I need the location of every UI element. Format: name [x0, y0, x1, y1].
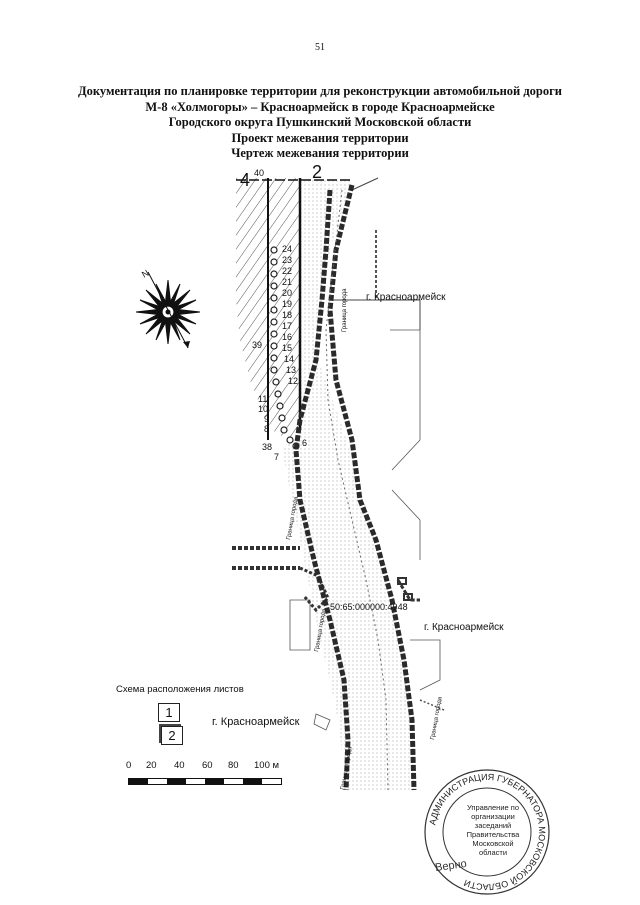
dashed-marker [403, 593, 413, 601]
scale-tick: 60 [202, 760, 213, 771]
surrounding-line [391, 489, 421, 560]
point-label: 20 [282, 288, 292, 298]
surrounding-line [313, 713, 331, 731]
sheet-marker-right: 2 [312, 162, 322, 182]
header-line-4: Проект межевания территории [231, 130, 409, 145]
page-number: 51 [315, 42, 325, 53]
layout-sheet-1: 1 [158, 703, 180, 722]
point-label: 16 [282, 332, 292, 342]
surrounding-line [390, 329, 421, 471]
road-edge-west [293, 189, 351, 791]
point-label: 40 [254, 168, 264, 178]
north-letter: N [140, 268, 151, 280]
point-label: 15 [282, 343, 292, 353]
point-label: 24 [282, 244, 292, 254]
point-label: 7 [274, 452, 279, 462]
point-label: 39 [252, 340, 262, 350]
boundary-label: Граница города [430, 696, 444, 740]
point-label: 21 [282, 277, 292, 287]
layout-city-label: г. Красноармейск [212, 716, 300, 728]
header-line-1: Документация по планировке территории дл… [77, 84, 563, 98]
road-centerline [325, 189, 389, 791]
point-label: 13 [286, 365, 296, 375]
point-label: 10 [258, 404, 268, 414]
city-label: г. Красноармейск [366, 292, 446, 303]
scale-tick: 0 [126, 760, 132, 771]
point-label: 17 [282, 321, 292, 331]
point-label: 22 [282, 266, 292, 276]
dashed-marker [397, 577, 407, 585]
scale-tick: 20 [146, 760, 157, 771]
point-label: 19 [282, 299, 292, 309]
surrounding-line [289, 599, 311, 651]
point-label: 23 [282, 255, 292, 265]
point-label: 12 [288, 376, 298, 386]
cadastral-number: 50:65:000000:4948 [330, 602, 408, 612]
scale-tick: 100 м [254, 760, 280, 771]
surrounding-line [396, 579, 420, 602]
city-label: г. Красноармейск [424, 622, 504, 633]
point-label: 18 [282, 310, 292, 320]
surrounding-line [410, 639, 441, 691]
header-line-5: Чертеж межевания территории [231, 146, 409, 160]
point-label: 9 [264, 414, 269, 424]
surrounding-line [330, 299, 421, 330]
surrounding-line [351, 177, 379, 191]
sheet-marker-left: 4 [240, 170, 250, 190]
scale-tick: 80 [228, 760, 239, 771]
compass-rose [135, 271, 201, 349]
header-line-3: Городского округа Пушкинский Московской … [168, 115, 472, 129]
scale-tick: 40 [174, 760, 185, 771]
point-label: 8 [264, 424, 269, 434]
layout-sheet-2: 2 [161, 726, 183, 745]
surrounding-line [419, 699, 445, 711]
scale-bar [128, 778, 282, 785]
official-stamp: АДМИНИСТРАЦИЯ ГУБЕРНАТОРА МОСКОВСКОЙ ОБЛ… [424, 769, 550, 895]
boundary-label: Граница города [342, 288, 348, 332]
header-line-2: М-8 «Холмогоры» – Красноармейск в городе… [145, 99, 495, 114]
point-label: 11 [258, 394, 267, 404]
point-label: 6 [302, 438, 307, 448]
stamp-center-text: Управление по организации заседаний Прав… [466, 803, 520, 857]
road-spur [299, 566, 330, 613]
dotted-corridor [282, 178, 414, 790]
point-circles [270, 246, 300, 450]
document-header: Документация по планировке территории дл… [40, 84, 600, 162]
point-label: 38 [262, 442, 272, 452]
road-edge-east [327, 184, 417, 791]
layout-scheme-title: Схема расположения листов [116, 684, 244, 695]
scale-labels: 0 20 40 60 80 100 м [120, 760, 300, 774]
point-label: 14 [284, 354, 294, 364]
